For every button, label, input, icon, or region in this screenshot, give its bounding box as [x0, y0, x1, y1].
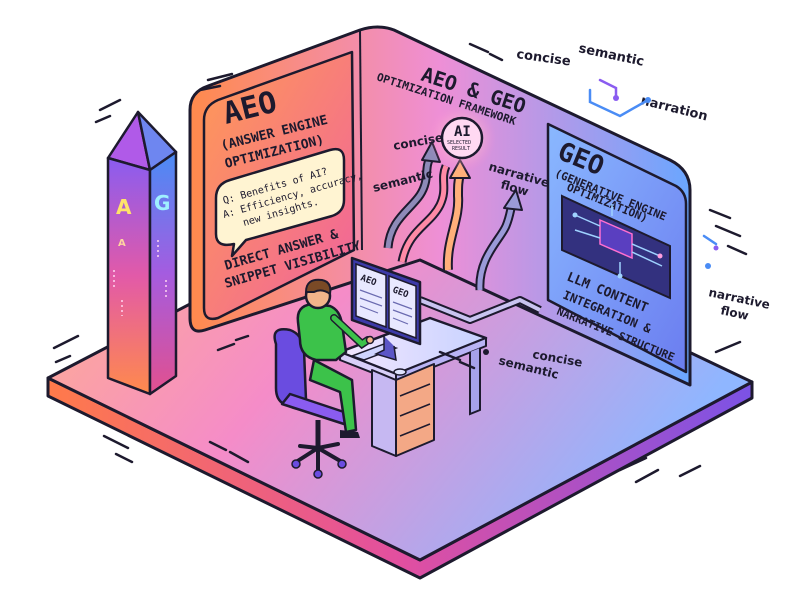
decor-lines: [52, 42, 748, 484]
badge-main: AI: [454, 124, 471, 140]
chip-illustration: [561, 194, 671, 300]
badge-sub-1: SELECTED: [447, 140, 471, 146]
float-label-semantic-top: semantic: [577, 41, 645, 70]
float-label-concise-top: concise: [515, 47, 571, 69]
geo-panel: GEO (GENERATIVE ENGINE OPTIMIZATION) LLM…: [546, 122, 688, 374]
pillar: A G A: [106, 110, 178, 396]
desk: [338, 316, 488, 457]
monitor: AEO GEO: [350, 256, 422, 362]
badge-sub-2: RESULT: [452, 146, 470, 152]
pillar-glyph-a-small: A: [118, 238, 126, 249]
circuit-lines: [483, 78, 719, 355]
pillar-glyph-a: A: [116, 195, 132, 219]
flow-arrows: [383, 141, 542, 324]
pillar-glyph-g: G: [154, 191, 170, 215]
qa-bubble: Q: Benefits of AI? A: Efficiency, accura…: [214, 147, 364, 258]
person: [296, 278, 375, 438]
mouse-icon: [393, 368, 407, 376]
aeo-panel: AEO (ANSWER ENGINE OPTIMIZATION) Q: Bene…: [202, 50, 364, 321]
float-label-flow: flow: [719, 303, 750, 323]
ai-selected-badge: AI SELECTED RESULT: [428, 104, 496, 172]
